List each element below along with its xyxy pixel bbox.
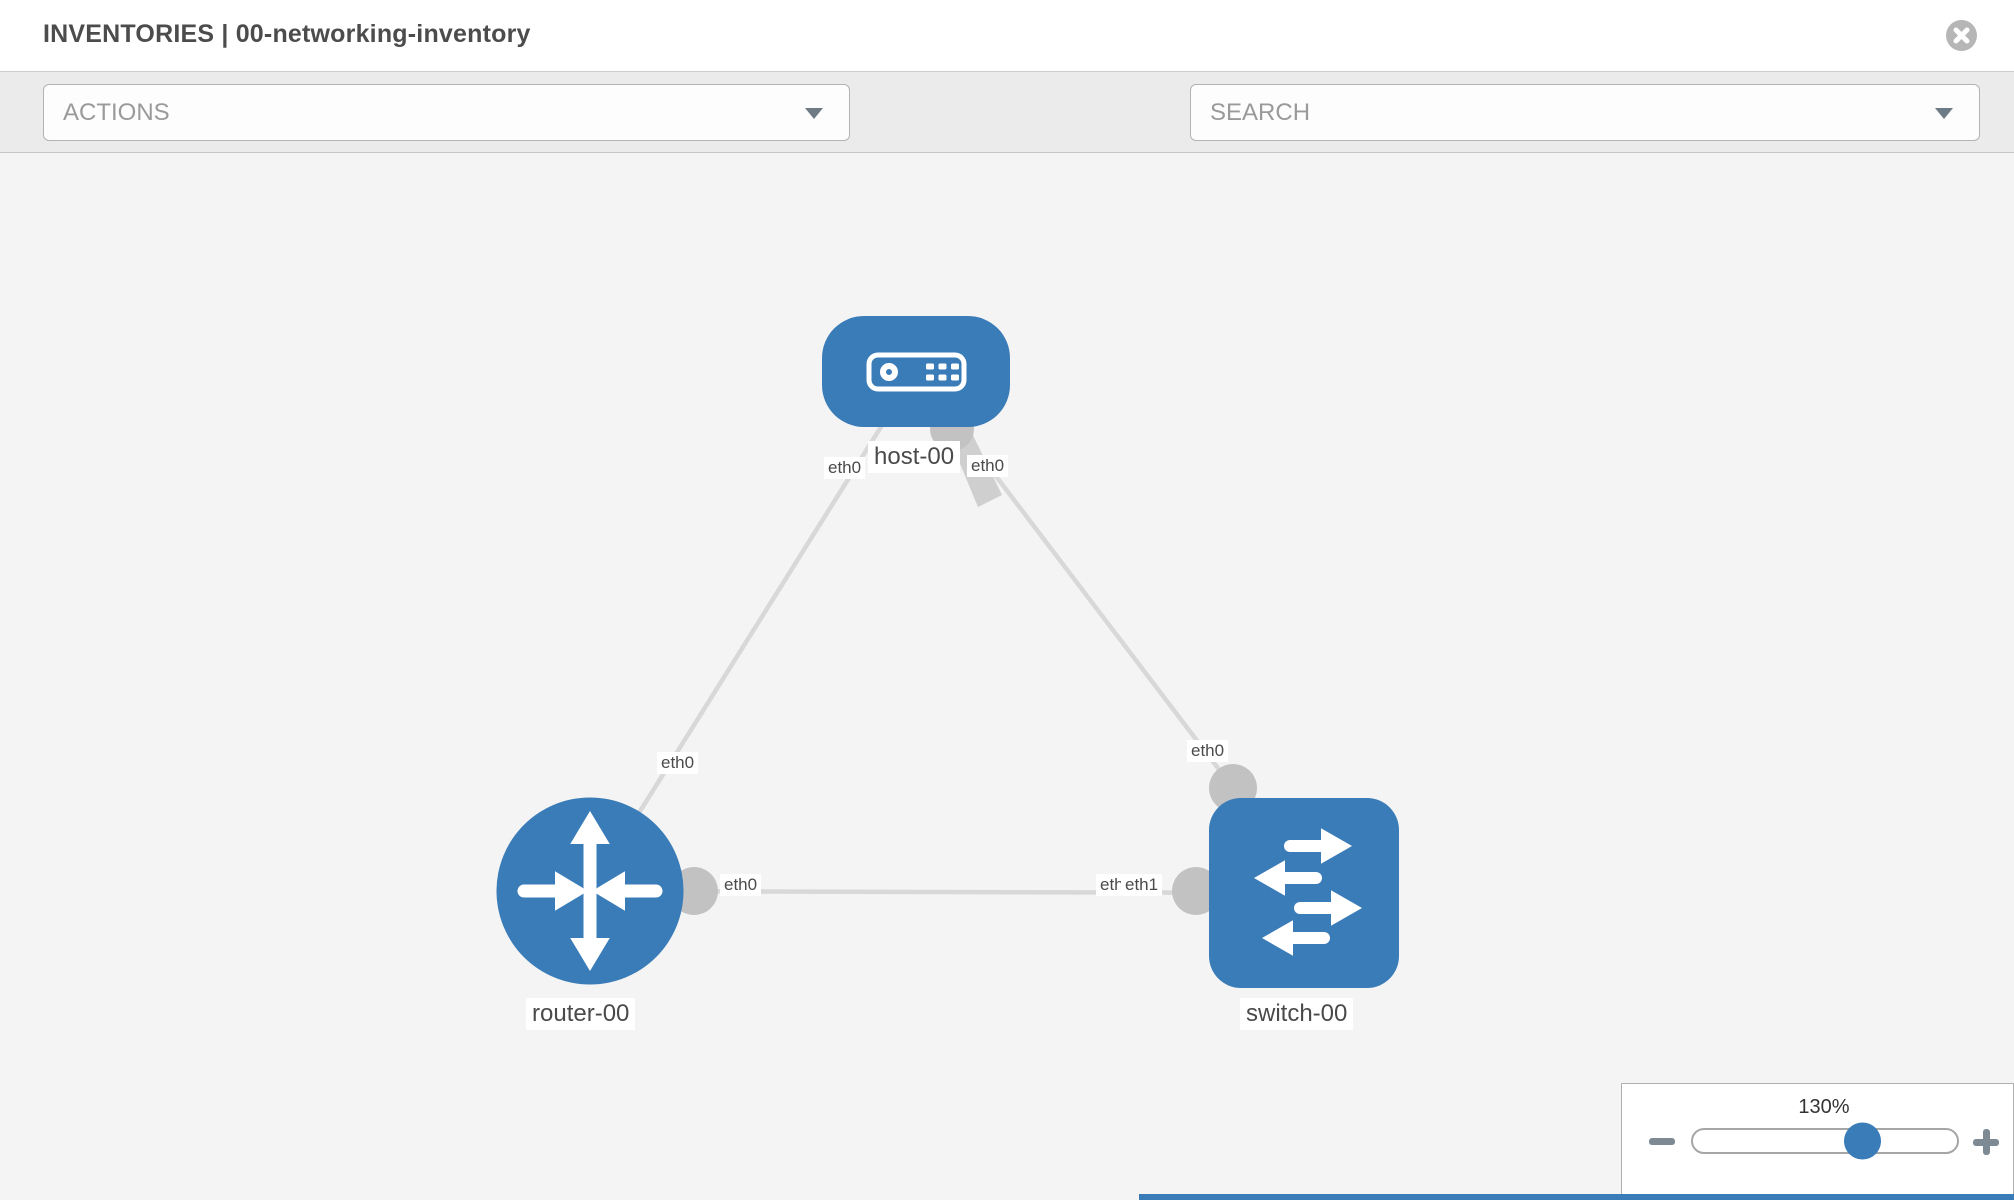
plus-icon <box>1983 1129 1990 1155</box>
interface-circle <box>1172 867 1220 915</box>
toolbar: ACTIONS SEARC <box>0 72 2014 205</box>
port-label-eth1: eth1 <box>1121 874 1163 896</box>
port-label-eth0: eth0 <box>1187 740 1229 762</box>
zoom-slider[interactable] <box>1691 1122 1959 1160</box>
chevron-down-icon <box>805 107 823 119</box>
zoom-slider-thumb[interactable] <box>1843 1122 1881 1160</box>
zoom-out-button[interactable] <box>1649 1138 1675 1145</box>
topology-canvas[interactable]: host-00 router-00 switch-00 eth0 eth0 et… <box>0 153 2014 1200</box>
port-label-eth0: eth0 <box>824 457 866 479</box>
port-label-eth0: eth0 <box>657 752 699 774</box>
node-host-00[interactable] <box>822 316 1010 427</box>
node-router-00[interactable] <box>496 797 684 985</box>
chevron-down-icon <box>1935 107 1953 119</box>
actions-dropdown[interactable]: ACTIONS <box>43 84 850 141</box>
port-label-eth0: eth0 <box>967 455 1009 477</box>
page-title: INVENTORIES | 00-networking-inventory <box>43 20 531 48</box>
zoom-level-value: 130% <box>1798 1096 1850 1118</box>
node-label-host: host-00 <box>868 441 961 473</box>
router-icon <box>517 811 663 971</box>
switch-icon <box>1253 828 1363 956</box>
node-switch-00[interactable] <box>1209 798 1399 988</box>
port-label-eth0: eth0 <box>720 874 762 896</box>
footer-strip <box>1139 1194 2014 1200</box>
server-icon <box>866 352 967 392</box>
node-label-switch: switch-00 <box>1240 998 1354 1030</box>
node-label-router: router-00 <box>526 998 636 1030</box>
search-dropdown-label: SEARCH <box>1210 98 1311 126</box>
zoom-control-panel: 130% <box>1621 1083 2014 1200</box>
search-dropdown[interactable]: SEARCH <box>1190 84 1980 141</box>
zoom-in-button[interactable] <box>1973 1129 1999 1155</box>
actions-dropdown-label: ACTIONS <box>63 98 170 126</box>
close-button[interactable] <box>1946 20 1977 51</box>
page-header: INVENTORIES | 00-networking-inventory <box>0 0 2014 72</box>
close-icon <box>1946 20 1977 55</box>
